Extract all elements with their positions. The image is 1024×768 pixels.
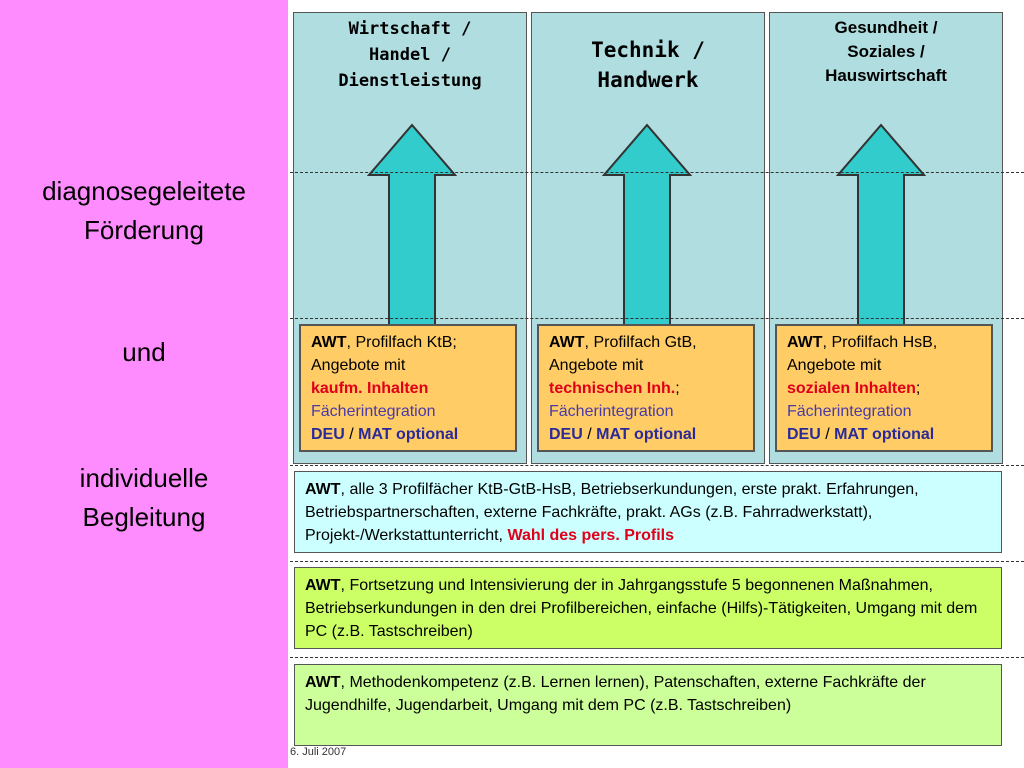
label-foerderung: Förderung <box>84 215 204 245</box>
box-line: Angebote mit <box>787 357 882 374</box>
box-line: DEU / MAT optional <box>787 426 935 443</box>
box-line: DEU / MAT optional <box>311 426 459 443</box>
dashed-divider <box>290 561 1024 562</box>
label-individuelle: individuelle <box>79 463 209 493</box>
awt-label: AWT <box>305 577 341 594</box>
up-arrow-icon <box>602 123 692 328</box>
row-text: , Fortsetzung und Intensivierung der in … <box>305 577 978 640</box>
awt-label: AWT <box>305 481 341 498</box>
label-diagnosegeleitete: diagnosegeleitete <box>42 176 246 206</box>
title-line: Soziales / <box>847 42 925 61</box>
row-box-class-4: AWT, Methodenkompetenz (z.B. Lernen lern… <box>294 664 1002 746</box>
label-und: und <box>122 337 166 367</box>
dashed-divider <box>290 318 1024 319</box>
title-line: Handwerk <box>597 68 699 92</box>
dashed-divider <box>290 465 1024 466</box>
row-box-class-6: AWT, alle 3 Profilfächer KtB-GtB-HsB, Be… <box>294 471 1002 553</box>
row-highlight: Wahl des pers. Profils <box>507 527 674 544</box>
left-side-panel: diagnosegeleitete Förderung und individu… <box>0 0 288 768</box>
row-box-class-5: AWT, Fortsetzung und Intensivierung der … <box>294 567 1002 649</box>
title-line: Handel / <box>369 45 451 65</box>
up-arrow-icon <box>367 123 457 328</box>
title-line: Hauswirtschaft <box>825 66 947 85</box>
awt-label: AWT <box>305 674 341 691</box>
box-line: DEU / MAT optional <box>549 426 697 443</box>
profile-box-gtb: AWT, Profilfach GtB, Angebote mit techni… <box>537 324 755 452</box>
box-line: AWT, Profilfach KtB; <box>311 334 457 351</box>
title-line: Technik / <box>591 38 705 62</box>
box-line: Fächerintegration <box>787 403 912 420</box>
column-title: Technik / Handwerk <box>532 35 764 95</box>
box-line: AWT, Profilfach GtB, <box>549 334 697 351</box>
column-title: Gesundheit / Soziales / Hauswirtschaft <box>770 16 1002 88</box>
box-line: kaufm. Inhalten <box>311 380 429 397</box>
title-line: Dienstleistung <box>338 71 482 91</box>
box-line: Fächerintegration <box>311 403 436 420</box>
column-title: Wirtschaft / Handel / Dienstleistung <box>294 16 526 94</box>
title-line: Gesundheit / <box>834 18 938 37</box>
row-text: , alle 3 Profilfächer KtB-GtB-HsB, Betri… <box>305 481 919 544</box>
box-line: Fächerintegration <box>549 403 674 420</box>
box-line: sozialen Inhalten; <box>787 380 921 397</box>
row-text: , Methodenkompetenz (z.B. Lernen lernen)… <box>305 674 926 714</box>
up-arrow-icon <box>836 123 926 328</box>
box-line: Angebote mit <box>311 357 406 374</box>
footer-date: 6. Juli 2007 <box>290 746 347 758</box>
box-line: Angebote mit <box>549 357 644 374</box>
title-line: Wirtschaft / <box>348 19 472 39</box>
profile-box-ktb: AWT, Profilfach KtB; Angebote mit kaufm.… <box>299 324 517 452</box>
box-line: technischen Inh.; <box>549 380 680 397</box>
label-begleitung: Begleitung <box>82 502 206 532</box>
dashed-divider <box>290 172 1024 173</box>
profile-box-hsb: AWT, Profilfach HsB, Angebote mit sozial… <box>775 324 993 452</box>
dashed-divider <box>290 657 1024 658</box>
box-line: AWT, Profilfach HsB, <box>787 334 938 351</box>
